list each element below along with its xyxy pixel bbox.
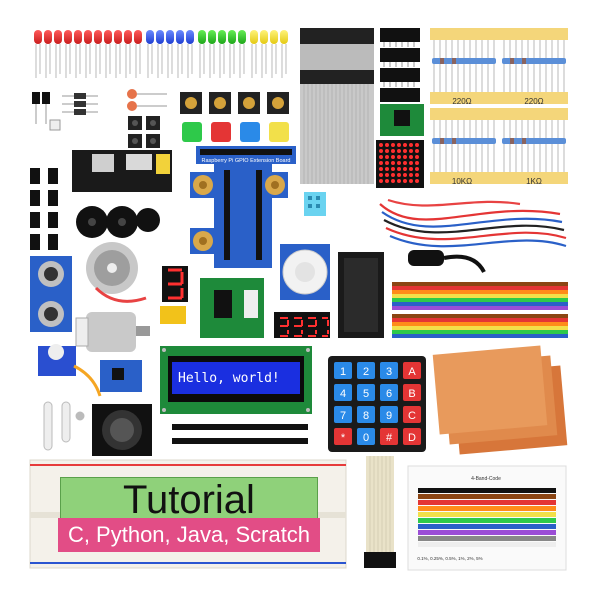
keypad-keys: 1 2 3 A 4 5 6 B 7 8 9 C * 0 # D	[334, 362, 421, 445]
accel-module	[100, 360, 142, 392]
four-digit-display	[274, 312, 330, 338]
pin-headers	[172, 424, 308, 444]
left-ics	[30, 168, 58, 250]
green-leds	[198, 30, 246, 44]
keypad-key-label: B	[408, 388, 415, 400]
dht11-sensor	[304, 192, 326, 216]
lcd-text: Hello, world!	[178, 371, 280, 386]
keypad-key	[403, 362, 421, 379]
servo-motor	[38, 344, 102, 397]
resistor-label: 220Ω	[524, 97, 543, 106]
keypad-key	[334, 406, 352, 423]
keypad-key-label: 9	[386, 410, 392, 422]
color-card-title: 4-Band-Code	[471, 476, 501, 482]
pir-sensor	[280, 244, 330, 300]
keypad-key-label: 4	[340, 388, 346, 400]
keypad-key-label: 7	[340, 410, 346, 422]
ultrasonic-sensor	[30, 256, 72, 332]
keypad-key-label: 3	[386, 366, 392, 378]
keypad-key-label: 1	[340, 366, 346, 378]
color-card-footer: 0.1%, 0.25%, 0.5%, 1%, 2%, 5%	[417, 556, 482, 561]
dc-motor	[75, 312, 150, 352]
potentiometers	[190, 172, 288, 254]
keypad-key	[334, 362, 352, 379]
dc-adapter	[408, 250, 486, 274]
lcd-module	[160, 346, 312, 414]
battery-holder	[338, 252, 384, 338]
keypad-key-label: #	[386, 432, 393, 444]
keypad-key-label: A	[408, 366, 416, 378]
keypad-key	[357, 384, 375, 401]
buzzers	[76, 206, 160, 238]
stepper-motor	[86, 242, 147, 303]
transistors-diodes	[32, 89, 167, 131]
keypad-key	[357, 362, 375, 379]
keypad-key	[403, 428, 421, 445]
keypad-key	[380, 362, 398, 379]
tutorial-title: Tutorial	[60, 477, 318, 523]
resistor-strips	[430, 28, 568, 184]
keypad-key	[403, 384, 421, 401]
keypad-key-label: 8	[363, 410, 369, 422]
keypad-key-label: C	[408, 410, 416, 422]
keypad-key-label: 2	[363, 366, 369, 378]
blue-leds	[146, 30, 194, 44]
servo-horns	[43, 401, 85, 451]
joystick-module	[92, 404, 152, 456]
gpio-extension-board	[196, 146, 296, 268]
gpio-ribbon-cable	[300, 28, 374, 184]
keypad-key-label: 5	[363, 388, 369, 400]
tutorial-subtitle: C, Python, Java, Scratch	[58, 518, 320, 552]
single-7seg	[162, 266, 188, 302]
led-leads	[35, 44, 287, 78]
resistor-label: 10KΩ	[452, 177, 472, 186]
keypad-ribbon	[364, 456, 396, 568]
keypad-key	[380, 428, 398, 445]
shift-register-chips	[380, 28, 420, 102]
keypad-key	[334, 384, 352, 401]
keypad	[328, 356, 426, 452]
keypad-key	[403, 406, 421, 423]
keypad-key	[357, 406, 375, 423]
tactile-buttons	[180, 92, 289, 142]
pca-module	[380, 104, 424, 136]
yellow-relay	[160, 306, 186, 324]
push-buttons	[128, 116, 160, 148]
prototype-pcbs	[432, 345, 568, 455]
extension-board-label: Raspberry Pi GPIO Extension Board	[202, 158, 291, 164]
resistor-color-card	[407, 465, 567, 571]
keypad-key-label: D	[408, 432, 416, 444]
keypad-key	[380, 384, 398, 401]
keypad-key-label: 6	[386, 388, 392, 400]
keypad-key	[357, 428, 375, 445]
resistor-label: 1KΩ	[526, 177, 542, 186]
jumper-wires	[379, 198, 567, 248]
keypad-key	[334, 428, 352, 445]
yellow-leds	[250, 30, 288, 44]
rainbow-ribbon-wire	[392, 282, 568, 338]
keypad-key-label: 0	[363, 432, 369, 444]
resistor-label: 220Ω	[452, 97, 471, 106]
red-leds	[34, 30, 142, 44]
keypad-key	[380, 406, 398, 423]
stepper-driver	[200, 278, 264, 338]
led-matrix	[376, 140, 424, 188]
power-supply-module	[72, 150, 172, 192]
keypad-key-label: *	[341, 432, 346, 444]
